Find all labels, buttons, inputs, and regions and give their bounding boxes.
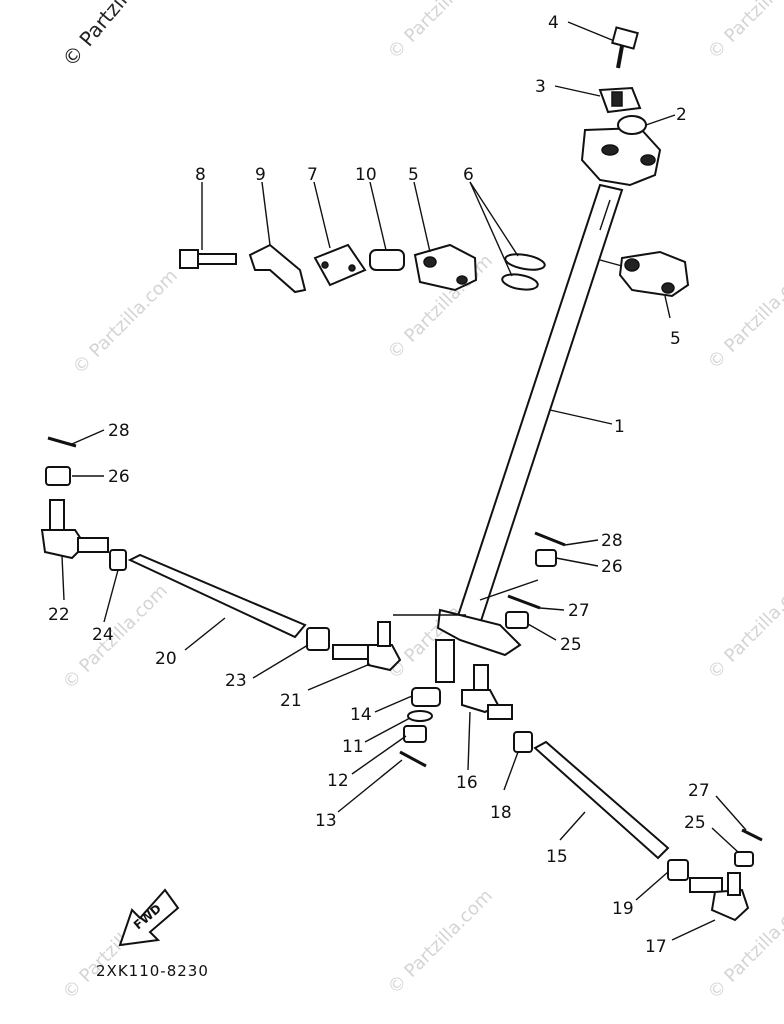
cotter-pin-28-left-part [47,436,77,448]
tie-rod-end-17-part [689,872,750,922]
nut-19-part [667,859,689,881]
callout-11: 11 [342,737,364,757]
callout-27: 27 [568,601,590,621]
tie-rod-end-16-part [461,664,513,720]
tie-rod-15-part [533,740,670,860]
callout-5: 5 [408,165,419,185]
callout-15: 15 [546,847,568,867]
nut-25-lower-part [734,851,754,867]
bolt-4-part [611,26,639,69]
washer-6-part [501,253,546,291]
callout-19: 19 [612,899,634,919]
callout-27: 27 [688,781,710,801]
nut-25-right-part [505,611,529,629]
nut-26-right-part [535,549,557,567]
cotter-pin-28-right-part [534,531,566,547]
watermark: © Partzilla.com [704,260,784,373]
cotter-pin-27-lower-part [741,828,763,842]
tie-rod-end-22-part [40,499,109,560]
nut-23-part [306,627,330,651]
tie-rod-20-part [127,553,307,639]
callout-10: 10 [355,165,377,185]
washer-11-part [407,710,433,722]
callout-25: 25 [684,813,706,833]
leader-lines [61,21,747,941]
callout-5: 5 [670,329,681,349]
watermark: © Partzilla.com [384,885,497,998]
callout-17: 17 [645,937,667,957]
callout-13: 13 [315,811,337,831]
collar-part [617,115,647,135]
callout-21: 21 [280,691,302,711]
holder-5-left-part [413,243,478,292]
holder-part [598,86,642,114]
plate-9-part [248,243,307,294]
callout-23: 23 [225,671,247,691]
bolt-8-part [179,249,237,269]
callout-8: 8 [195,165,206,185]
plate-7-part [313,243,367,287]
copyright-label: © Partzilla [57,0,143,71]
holder-5-right-part [618,250,690,298]
callout-26: 26 [108,467,130,487]
callout-9: 9 [255,165,266,185]
collar-14-part [411,687,441,707]
callout-18: 18 [490,803,512,823]
callout-26: 26 [601,557,623,577]
nut-26-left-part [45,466,71,486]
callout-6: 6 [463,165,474,185]
callout-12: 12 [327,771,349,791]
tie-rod-end-21-part [332,621,402,672]
callout-7: 7 [307,165,318,185]
nut-18-part [513,731,533,753]
watermarks: © Partzilla.com © Partzilla.com © Partzi… [59,0,784,1004]
cotter-pin-27-right-part [507,594,541,610]
watermark: © Partzilla.com [704,0,784,64]
callout-25: 25 [560,635,582,655]
callouts: 4 3 2 8 9 7 10 5 6 5 1 28 26 28 26 27 25… [48,13,710,957]
callout-3: 3 [535,77,546,97]
column-top-bracket-part [580,126,662,187]
callout-2: 2 [676,105,687,125]
collar-10-part [369,249,405,271]
callout-24: 24 [92,625,114,645]
callout-4: 4 [548,13,559,33]
pitman-arm-part [435,608,522,683]
nut-12-part [403,725,427,743]
callout-16: 16 [456,773,478,793]
callout-1: 1 [614,417,625,437]
nut-24-part [109,549,127,571]
diagram-code: 2XK110-8230 [96,962,209,980]
callout-14: 14 [350,705,372,725]
cotter-pin-13-part [399,750,427,768]
watermark: © Partzilla.com [69,265,182,378]
callout-28: 28 [601,531,623,551]
callout-20: 20 [155,649,177,669]
callout-28: 28 [108,421,130,441]
watermark: © Partzilla.com [704,570,784,683]
callout-22: 22 [48,605,70,625]
watermark: © Partzilla.com [59,580,172,693]
watermark: © Partzilla.com [384,0,497,64]
